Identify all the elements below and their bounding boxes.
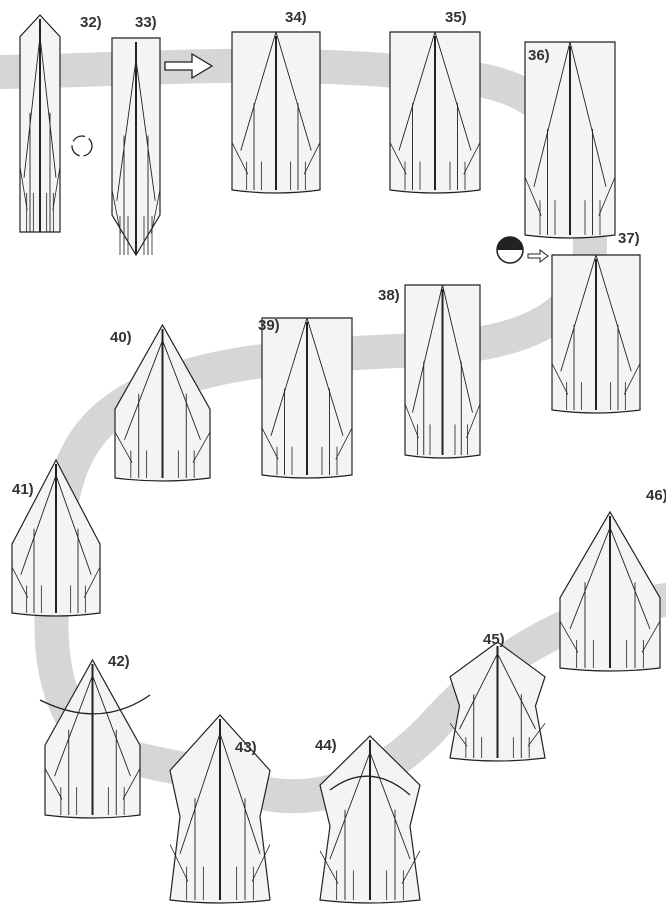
step-39-figure (261, 317, 353, 479)
step-label: 37) (618, 230, 640, 247)
step-40-figure (114, 323, 211, 482)
step-32-figure (19, 14, 61, 233)
step-41-figure (11, 458, 101, 617)
step-label: 42) (108, 653, 130, 670)
step-label: 39) (258, 317, 280, 334)
fold-arrow-icon (329, 775, 411, 796)
step-46-figure (559, 510, 661, 672)
step-35-figure (389, 31, 481, 194)
step-37-figure (551, 254, 641, 414)
step-33-figure (111, 37, 161, 257)
step-42-figure (44, 658, 141, 819)
step-43-figure (169, 714, 271, 904)
step-label: 36) (528, 47, 550, 64)
step-label: 45) (483, 631, 505, 648)
step-36-figure (524, 41, 616, 239)
turn-over-icon (71, 135, 93, 157)
step-label: 35) (445, 9, 467, 26)
view-eye-icon (496, 236, 549, 264)
step-label: 44) (315, 737, 337, 754)
step-label: 33) (135, 14, 157, 31)
step-label: 34) (285, 9, 307, 26)
step-45-figure (449, 641, 546, 762)
step-label: 41) (12, 481, 34, 498)
arrow-next-icon (164, 52, 214, 80)
fold-arrow-icon (39, 694, 151, 715)
step-44-figure (319, 735, 421, 904)
step-38-figure (404, 284, 481, 459)
step-label: 40) (110, 329, 132, 346)
step-label: 38) (378, 287, 400, 304)
step-label: 32) (80, 14, 102, 31)
step-label: 43) (235, 739, 257, 756)
step-34-figure (231, 31, 321, 194)
step-label: 46) (646, 487, 666, 504)
